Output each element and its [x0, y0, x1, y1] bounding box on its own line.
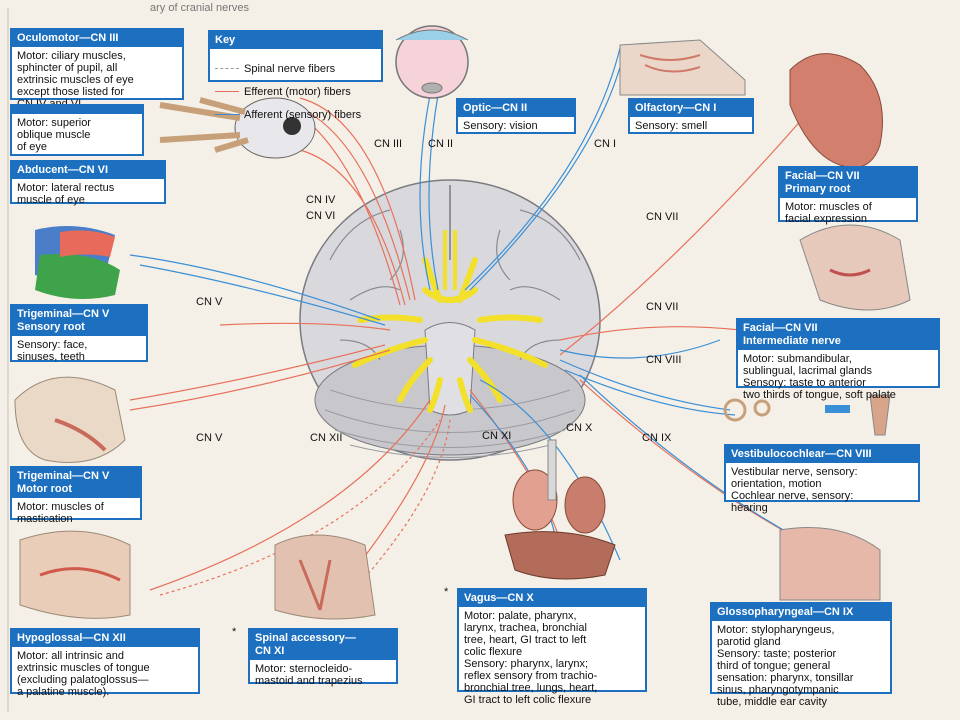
- facial-primary-box: Facial—CN VII Primary root Motor: muscle…: [778, 166, 918, 225]
- key-item-spinal-label: Spinal nerve fibers: [244, 62, 336, 75]
- hypoglossal-title: Hypoglossal—CN XII: [12, 630, 198, 647]
- label-cn-vii-lower: CN VII: [646, 301, 679, 313]
- trigeminal-sensory-title: Trigeminal—CN V Sensory root: [12, 306, 146, 336]
- throat-illustration: [779, 527, 881, 601]
- vagus-box: Vagus—CN X Motor: palate, pharynx, laryn…: [457, 588, 647, 706]
- label-cn-xii: CN XII: [310, 432, 343, 444]
- facial-primary-title: Facial—CN VII Primary root: [780, 168, 916, 198]
- optic-title: Optic—CN II: [458, 100, 574, 117]
- facial-intermediate-box: Facial—CN VII Intermediate nerve Motor: …: [736, 318, 940, 401]
- vagus-asterisk: *: [444, 586, 449, 598]
- abducent-title: Abducent—CN VI: [12, 162, 164, 179]
- trochlear-body: Motor: superior oblique muscle of eye: [17, 117, 91, 153]
- key-items: Spinal nerve fibers Efferent (motor) fib…: [210, 49, 381, 134]
- spinal-accessory-asterisk: *: [232, 626, 237, 638]
- header-fragment: ary of cranial nerves: [150, 2, 250, 14]
- key-title: Key: [210, 32, 381, 49]
- olfactory-body: Sensory: smell: [635, 120, 708, 132]
- head-sagittal-illustration: [799, 224, 911, 311]
- trochlear-box: Motor: superior oblique muscle of eye: [10, 104, 144, 156]
- face-muscles-illustration: [789, 53, 883, 168]
- eye-illustration: [395, 25, 469, 99]
- skull-illustration: [14, 376, 126, 463]
- ear-illustration: [723, 394, 891, 436]
- abducent-body: Motor: lateral rectus muscle of eye: [17, 182, 115, 206]
- vagus-title: Vagus—CN X: [459, 590, 645, 607]
- abducent-box: Abducent—CN VI Motor: lateral rectus mus…: [10, 160, 166, 206]
- key-legend: Key Spinal nerve fibers Efferent (motor)…: [208, 30, 383, 121]
- label-cn-ii: CN II: [428, 138, 454, 150]
- label-cn-iv: CN IV: [306, 194, 336, 206]
- trigeminal-motor-body: Motor: muscles of mastication: [17, 501, 104, 525]
- key-item-efferent: Efferent (motor) fibers: [215, 85, 376, 98]
- spinal-accessory-body: Motor: sternocleido- mastoid and trapezi…: [255, 663, 363, 687]
- key-item-efferent-label: Efferent (motor) fibers: [244, 85, 351, 98]
- trigeminal-motor-title: Trigeminal—CN V Motor root: [12, 468, 140, 498]
- label-cn-ix: CN IX: [642, 432, 672, 444]
- label-cn-v-lower: CN V: [196, 432, 223, 444]
- hypoglossal-body: Motor: all intrinsic and extrinsic muscl…: [17, 650, 150, 698]
- trigeminal-sensory-body: Sensory: face, sinuses, teeth: [17, 339, 88, 363]
- vestibulocochlear-body: Vestibular nerve, sensory: orientation, …: [731, 466, 858, 514]
- vestibulocochlear-box: Vestibulocochlear—CN VIII Vestibular ner…: [724, 444, 920, 514]
- spinal-accessory-title: Spinal accessory— CN XI: [250, 630, 396, 660]
- key-item-afferent: Afferent (sensory) fibers: [215, 108, 376, 121]
- label-cn-vi: CN VI: [306, 210, 336, 222]
- facial-intermediate-title: Facial—CN VII Intermediate nerve: [738, 320, 938, 350]
- tongue-illustration: [19, 530, 131, 619]
- brain-illustration: [299, 179, 601, 461]
- oculomotor-title: Oculomotor—CN III: [12, 30, 182, 47]
- glossopharyngeal-box: Glossopharyngeal—CN IX Motor: stylophary…: [710, 602, 892, 708]
- label-cn-iii: CN III: [374, 138, 403, 150]
- label-cn-v-upper: CN V: [196, 296, 223, 308]
- olfactory-title: Olfactory—CN I: [630, 100, 752, 117]
- trigeminal-sensory-box: Trigeminal—CN V Sensory root Sensory: fa…: [10, 304, 148, 363]
- glossopharyngeal-title: Glossopharyngeal—CN IX: [712, 604, 890, 621]
- facial-intermediate-body: Motor: submandibular, sublingual, lacrim…: [743, 353, 896, 401]
- label-cn-viii: CN VIII: [646, 354, 682, 366]
- label-cn-vii-upper: CN VII: [646, 211, 679, 223]
- spinal-accessory-box: Spinal accessory— CN XI Motor: sternocle…: [248, 628, 398, 687]
- glossopharyngeal-body: Motor: stylopharyngeus, parotid gland Se…: [717, 624, 854, 708]
- face-dermatome-illustration: [35, 226, 120, 299]
- eye-muscles-illustration: [159, 97, 316, 159]
- vagus-body: Motor: palate, pharynx, larynx, trachea,…: [464, 610, 598, 706]
- olfactory-illustration: [619, 39, 746, 96]
- hypoglossal-box: Hypoglossal—CN XII Motor: all intrinsic …: [10, 628, 200, 698]
- optic-box: Optic—CN II Sensory: vision: [456, 98, 576, 134]
- key-item-spinal: Spinal nerve fibers: [215, 62, 376, 75]
- thoracic-organs-illustration: [504, 439, 616, 580]
- optic-body: Sensory: vision: [463, 120, 538, 132]
- label-cn-i: CN I: [594, 138, 616, 150]
- trigeminal-motor-box: Trigeminal—CN V Motor root Motor: muscle…: [10, 466, 142, 525]
- neck-illustration: [274, 534, 376, 620]
- label-cn-xi: CN XI: [482, 430, 512, 442]
- label-cn-x: CN X: [566, 422, 593, 434]
- trochlear-title: [12, 106, 142, 114]
- oculomotor-box: Oculomotor—CN III Motor: ciliary muscles…: [10, 28, 184, 110]
- olfactory-box: Olfactory—CN I Sensory: smell: [628, 98, 754, 134]
- vestibulocochlear-title: Vestibulocochlear—CN VIII: [726, 446, 918, 463]
- facial-primary-body: Motor: muscles of facial expression: [785, 201, 872, 225]
- key-item-afferent-label: Afferent (sensory) fibers: [244, 108, 362, 121]
